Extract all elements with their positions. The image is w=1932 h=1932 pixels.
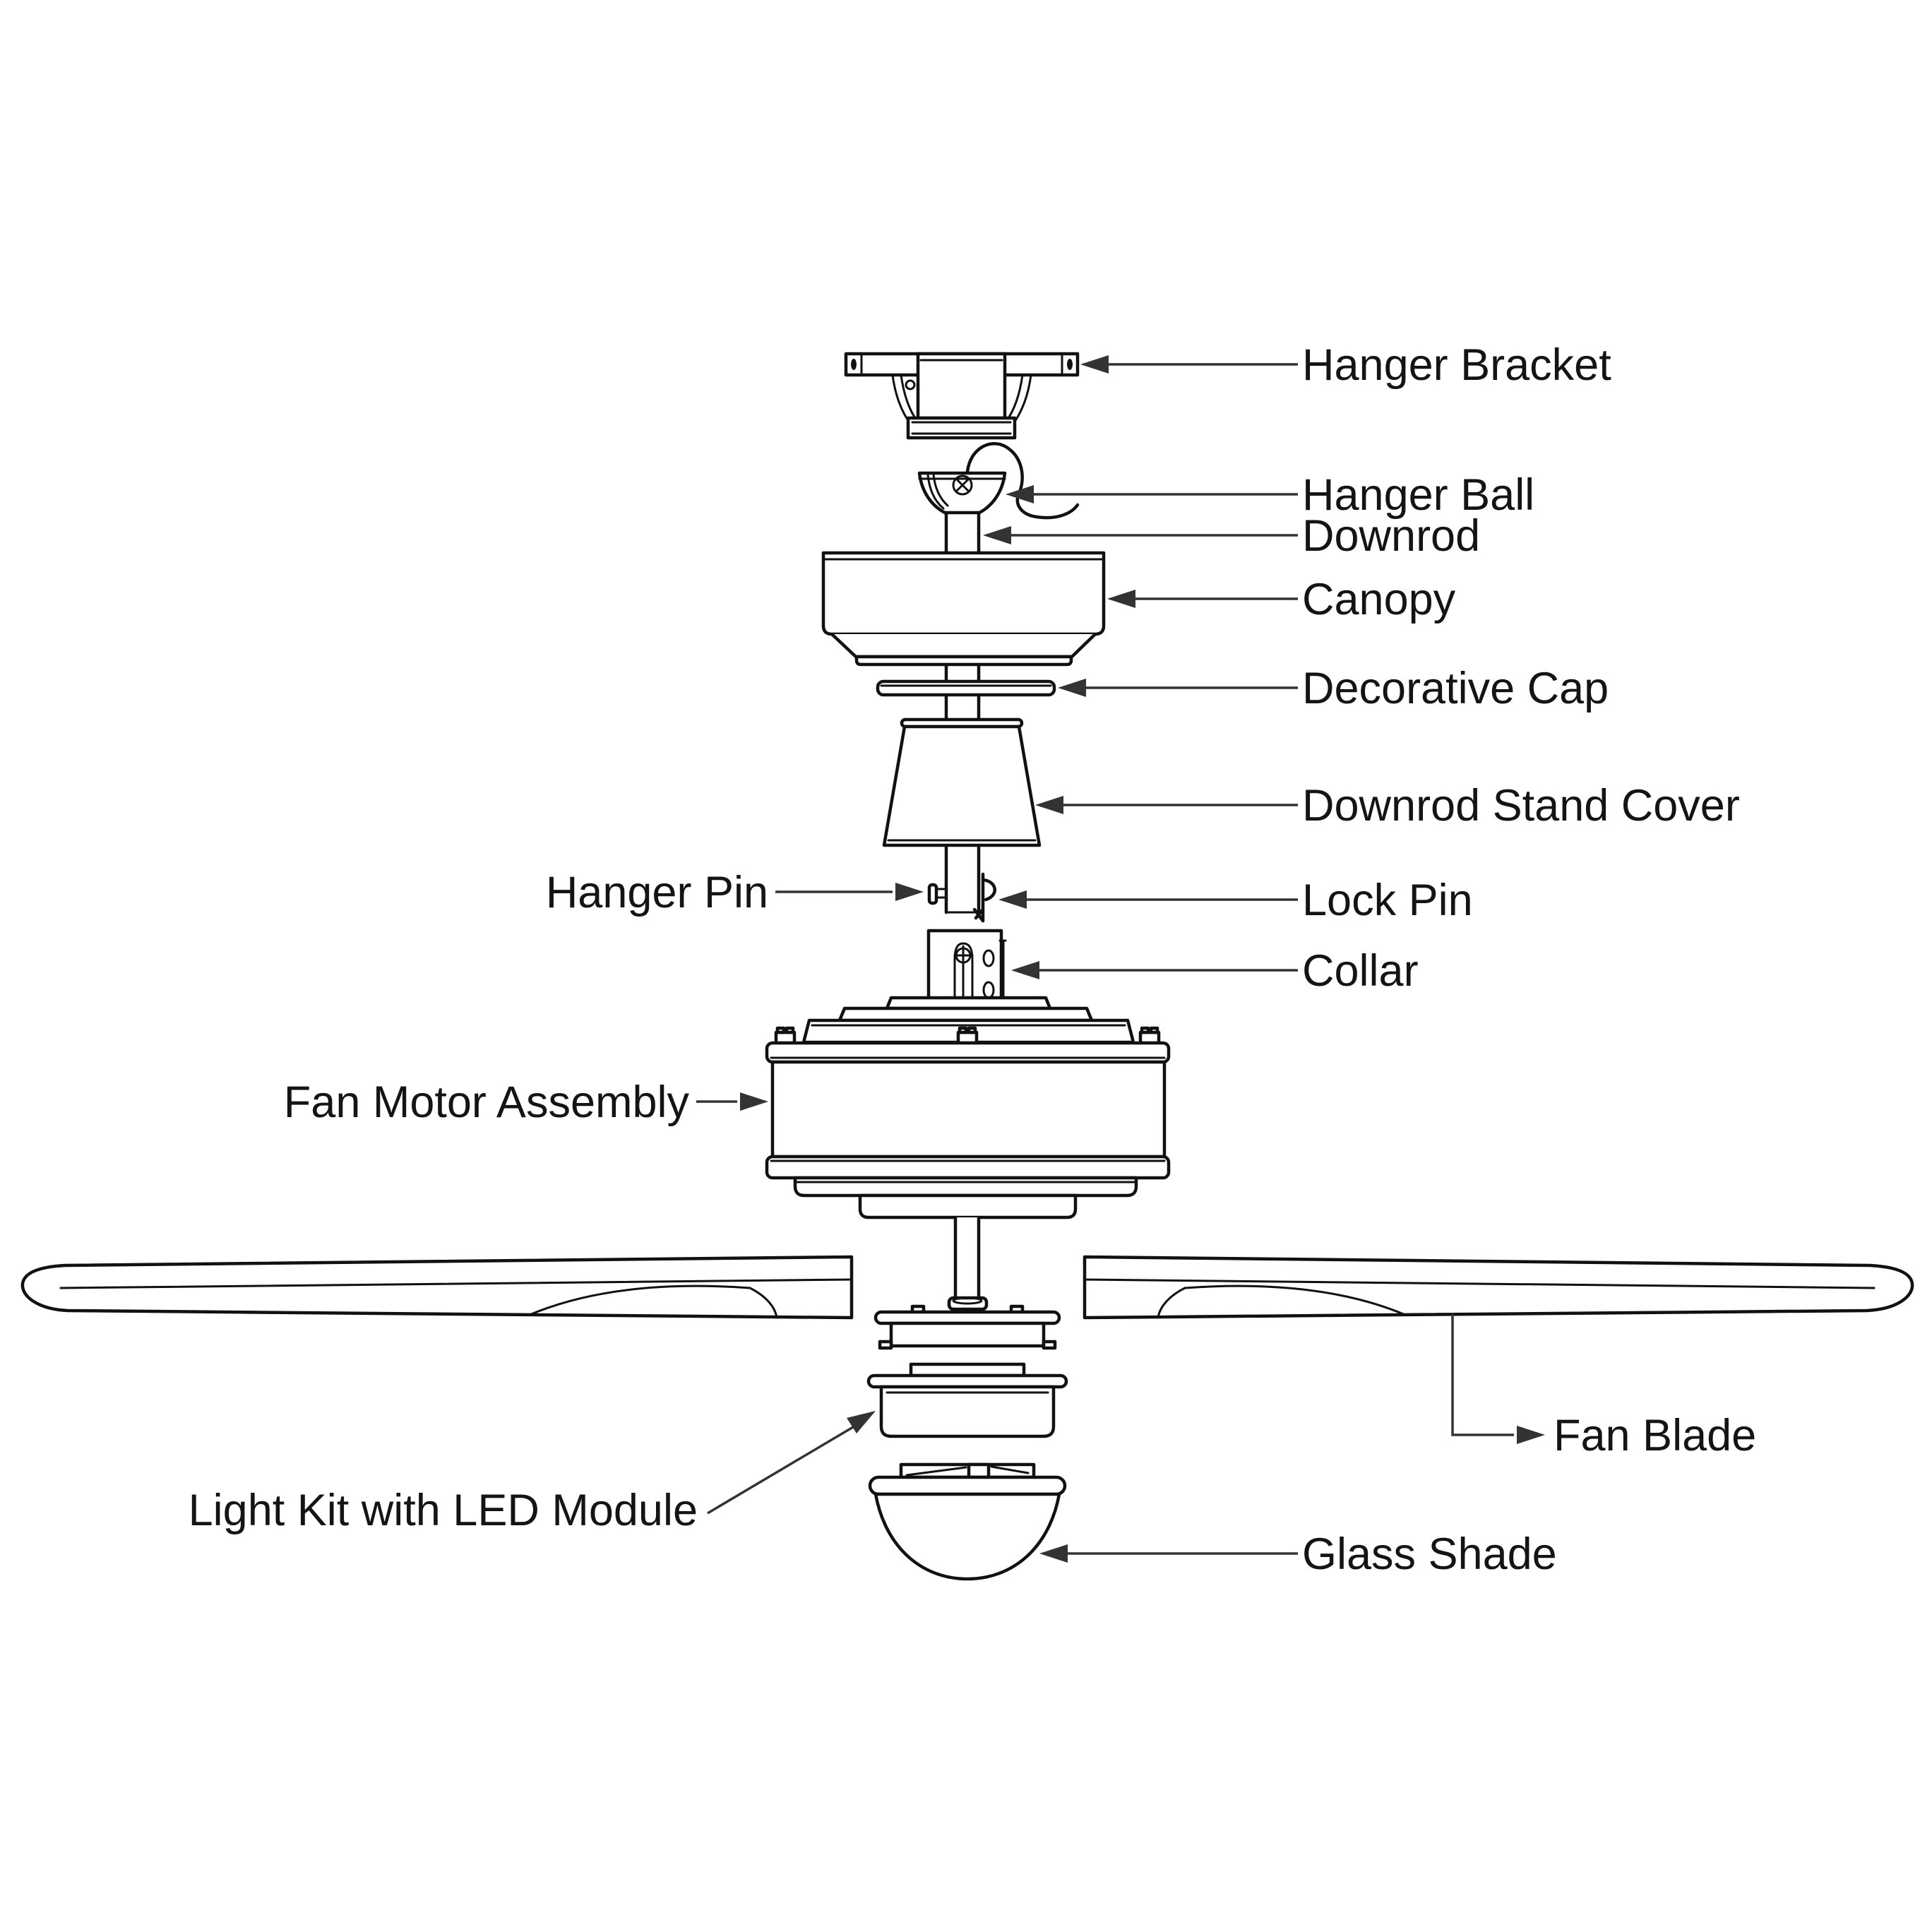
label-light-kit: Light Kit with LED Module [189,1486,698,1535]
label-fan-motor-assembly: Fan Motor Assembly [284,1078,690,1127]
leader-fan-blade [1451,1313,1545,1444]
fan-blade-right-drawing [1083,1255,1914,1320]
downrod-stand-cover-drawing [882,717,1042,847]
decorative-cap-drawing [876,679,1056,697]
collar-drawing [926,929,1007,1001]
hanger-pin-drawing [927,883,948,905]
mounting-plate-drawing [873,1304,1061,1350]
leader-downrod [983,526,1298,544]
label-hanger-ball: Hanger Ball [1302,470,1534,520]
light-kit-drawing [866,1362,1068,1438]
label-collar: Collar [1302,946,1419,996]
lock-pin-drawing [972,872,996,923]
hanger-bracket-drawing [844,352,1080,440]
leader-hanger-ball [1006,485,1298,503]
label-downrod: Downrod [1302,511,1480,561]
leader-glass-shade [1039,1544,1298,1563]
label-glass-shade: Glass Shade [1302,1530,1557,1579]
leader-downrod-stand-cover [1035,796,1298,814]
motor-shaft-drawing [947,1215,989,1311]
label-hanger-pin: Hanger Pin [546,868,768,917]
leader-light-kit [707,1411,876,1515]
fan-blade-left-drawing [20,1255,854,1320]
leader-fan-motor-assembly [696,1092,768,1111]
leader-lock-pin [998,890,1298,909]
glass-shade-drawing [868,1462,1067,1581]
leader-hanger-pin [775,883,924,901]
leader-canopy [1107,590,1298,608]
canopy-drawing [821,551,1106,667]
leader-collar [1011,961,1298,979]
label-decorative-cap: Decorative Cap [1302,664,1609,713]
leader-hanger-bracket [1080,355,1298,374]
label-fan-blade: Fan Blade [1554,1411,1756,1460]
fan-motor-assembly-drawing [765,996,1171,1220]
label-canopy: Canopy [1302,575,1456,624]
label-downrod-stand-cover: Downrod Stand Cover [1302,781,1740,830]
label-hanger-bracket: Hanger Bracket [1302,340,1611,390]
leader-decorative-cap [1058,679,1298,697]
motor-bolts [774,1026,1161,1045]
label-lock-pin: Lock Pin [1302,876,1473,925]
